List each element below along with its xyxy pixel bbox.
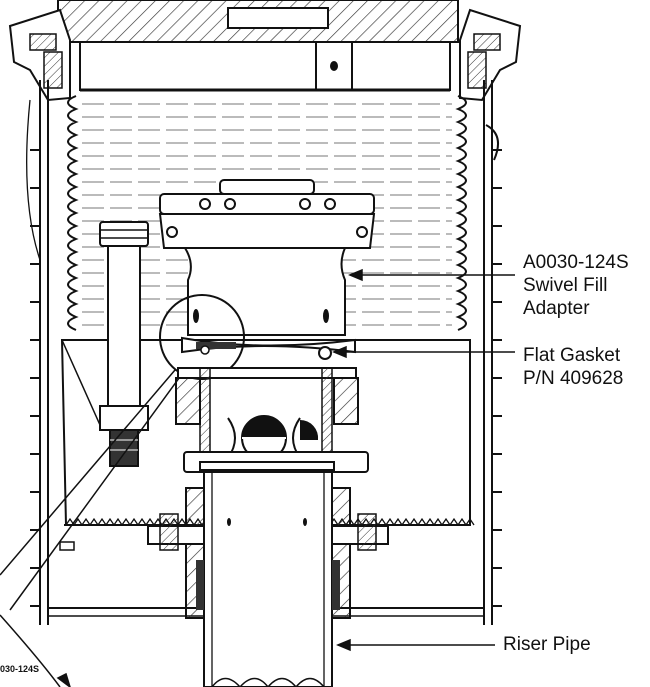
flat-gasket bbox=[181, 336, 356, 360]
right-clamp bbox=[459, 8, 522, 102]
left-clamp bbox=[8, 8, 71, 102]
callout-line: Swivel Fill bbox=[523, 275, 608, 296]
adapter-body bbox=[175, 367, 369, 473]
riser-pipe bbox=[203, 471, 333, 687]
lid-cover bbox=[57, 0, 459, 92]
riser-pipe-callout: Riser Pipe bbox=[503, 633, 591, 656]
bellows-right-edge bbox=[455, 95, 467, 331]
leader-lines bbox=[56, 268, 515, 687]
callout-line: Adapter bbox=[523, 298, 590, 319]
flat-gasket-callout: Flat Gasket P/N 409628 bbox=[523, 344, 623, 390]
detail-view-label: 030-124S bbox=[0, 664, 40, 674]
callout-line: Riser Pipe bbox=[503, 634, 591, 655]
base-flange bbox=[147, 487, 389, 619]
callout-line: P/N 409628 bbox=[523, 368, 624, 389]
bellows-left-edge bbox=[67, 95, 79, 331]
callout-line: Flat Gasket bbox=[523, 345, 621, 366]
swivel-adapter-callout: A0030-124S Swivel Fill Adapter bbox=[523, 251, 629, 320]
swivel-fill-adapter bbox=[158, 179, 376, 336]
vapor-valve bbox=[99, 221, 149, 467]
callout-line: A0030-124S bbox=[523, 252, 629, 273]
